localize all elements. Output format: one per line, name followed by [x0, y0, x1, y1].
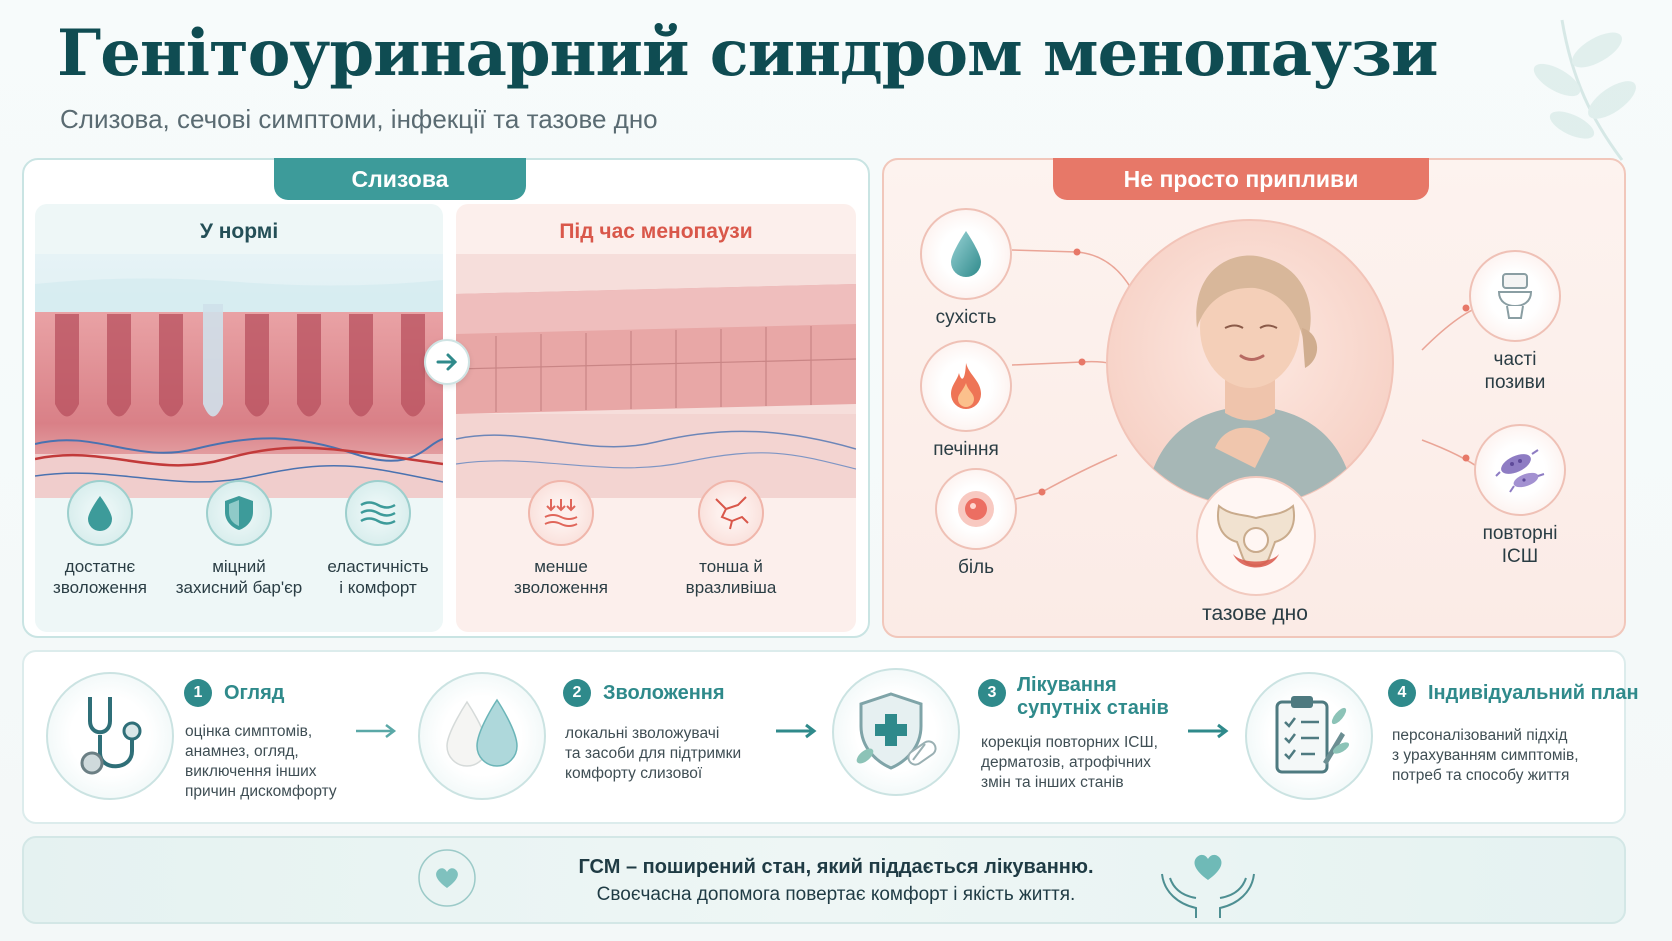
feature-elasticity: еластичність і комфорт	[303, 480, 443, 598]
symptom-frequent-urges: часті позиви	[1450, 250, 1580, 394]
step-arrow-icon	[1188, 723, 1229, 739]
woman-portrait-icon	[1106, 219, 1394, 507]
drop-icon	[920, 208, 1012, 300]
stethoscope-icon	[46, 672, 174, 800]
banner-subline: Своєчасна допомога повертає комфорт і як…	[596, 884, 1076, 905]
symptom-dryness: сухість	[901, 208, 1031, 329]
feature-thinner: тонша й вразливіша	[656, 480, 806, 598]
bacteria-icon	[1474, 424, 1566, 516]
step-arrow-icon	[356, 724, 397, 738]
step-1-number: 1	[184, 679, 212, 707]
decreasing-moisture-icon	[528, 480, 594, 546]
water-drop-icon	[67, 480, 133, 546]
toilet-icon	[1469, 250, 1561, 342]
step-2-number: 2	[563, 679, 591, 707]
step-1-description: оцінка симптомів, анамнез, огляд, виключ…	[185, 723, 337, 800]
symptoms-tab: Не просто припливи	[1053, 158, 1429, 200]
normal-heading: У нормі	[199, 220, 279, 243]
waves-icon	[345, 480, 411, 546]
pelvis-icon	[1196, 476, 1316, 596]
feature-hydration: достатнє зволоження	[35, 480, 175, 598]
symptom-burning: печіння	[901, 340, 1031, 461]
step-1-title: Огляд	[224, 682, 285, 704]
step-4-description: персоналізований підхід з урахуванням си…	[1392, 727, 1579, 784]
crack-icon	[698, 480, 764, 546]
thin-tissue-illustration	[456, 254, 856, 498]
pelvic-floor-label: тазове дно	[1202, 602, 1308, 625]
hands-heart-icon	[1161, 854, 1255, 918]
step-2-title: Зволоження	[603, 682, 725, 704]
mucosa-tab: Слизова	[274, 158, 526, 200]
summary-banner	[22, 836, 1626, 924]
flame-icon	[920, 340, 1012, 432]
page-title: Генітоуринарний синдром менопаузи	[57, 16, 1438, 91]
clipboard-icon	[1245, 672, 1373, 800]
symptom-pain: біль	[911, 468, 1041, 579]
step-arrow-icon	[776, 723, 817, 739]
step-3-description: корекція повторних ІСШ, дерматозів, атро…	[981, 734, 1158, 791]
moisture-drops-icon	[418, 672, 546, 800]
normal-mucosa-card: У нормі	[35, 204, 443, 632]
leaf-decoration-icon	[1533, 19, 1636, 161]
step-2-description: локальні зволожувачі та засоби для підтр…	[565, 725, 742, 782]
feature-barrier: міцний захисний бар'єр	[164, 480, 314, 598]
step-4-number: 4	[1388, 679, 1416, 707]
step-3-title: Лікування супутніх станів	[1017, 674, 1169, 719]
page-subtitle: Слизова, сечові симптоми, інфекції та та…	[60, 104, 658, 134]
shield-icon	[206, 480, 272, 546]
step-3-number: 3	[978, 679, 1006, 707]
symptom-recurrent-uti: повторні ІСШ	[1455, 424, 1585, 568]
feature-less-hydration: менше зволоження	[486, 480, 636, 598]
heart-outline-icon	[418, 849, 476, 907]
step-4-title: Індивідуальний план	[1428, 682, 1639, 704]
arrow-right-icon	[424, 339, 470, 385]
menopause-mucosa-card: Під час менопаузи менше зволоження тонша…	[456, 204, 856, 632]
banner-headline: ГСМ – поширений стан, який піддається лі…	[578, 856, 1094, 878]
menopause-heading: Під час менопаузи	[559, 220, 753, 243]
medical-shield-icon	[832, 668, 960, 796]
healthy-tissue-illustration	[35, 254, 443, 498]
pain-spot-icon	[935, 468, 1017, 550]
